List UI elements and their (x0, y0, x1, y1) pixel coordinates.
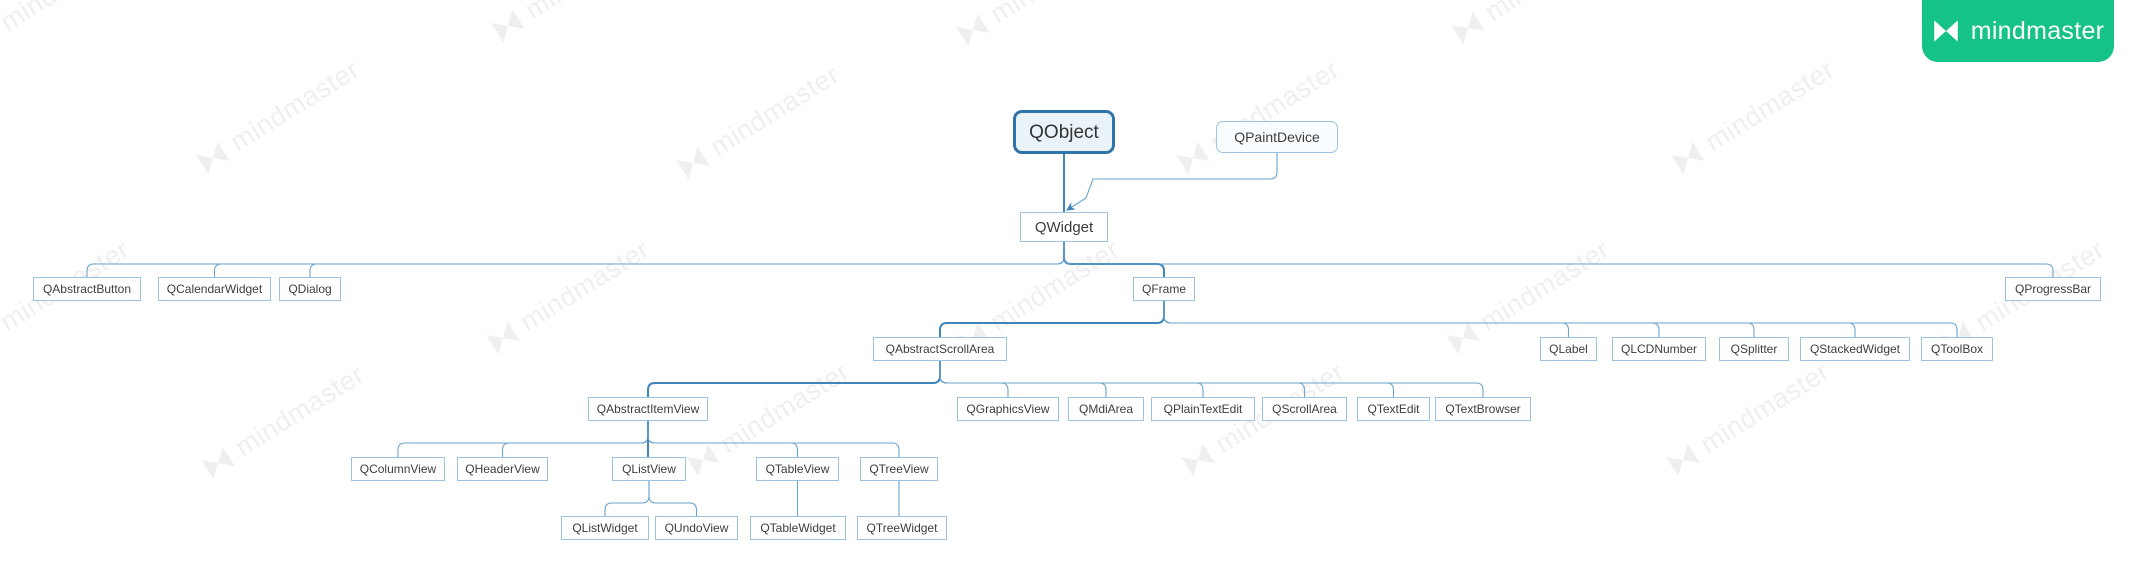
class-node-label: QTreeView (869, 462, 929, 476)
edge-qlistview-to-qundoview (648, 481, 698, 516)
class-node-qlistwidget[interactable]: QListWidget (561, 516, 649, 540)
class-node-label: QGraphicsView (966, 402, 1050, 416)
edge-qabstractscrollarea-to-qgraphicsview (939, 361, 1009, 397)
class-node-qtreeview[interactable]: QTreeView (860, 457, 938, 481)
class-node-qheaderview[interactable]: QHeaderView (457, 457, 548, 481)
edge-qwidget-to-qframe (1063, 242, 1165, 277)
edge-qabstractitemview-to-qtreeview (647, 421, 900, 457)
edge-qabstractscrollarea-to-qscrollarea (939, 361, 1306, 397)
class-node-label: QAbstractItemView (596, 402, 700, 416)
class-node-label: QHeaderView (465, 462, 540, 476)
edge-qwidget-to-qdialog (309, 242, 1065, 277)
class-node-qpaintdevice[interactable]: QPaintDevice (1216, 121, 1338, 153)
class-node-label: QDialog (288, 282, 332, 296)
class-node-label: QTableView (765, 462, 830, 476)
edge-qpaintdevice-to-qwidget (1066, 153, 1278, 211)
edge-qabstractscrollarea-to-qabstractitemview (647, 361, 941, 397)
edge-qframe-to-qstackedwidget (1163, 301, 1856, 337)
class-node-qobject[interactable]: QObject (1013, 110, 1115, 154)
brand-name: mindmaster (1970, 16, 2105, 45)
class-node-label: QUndoView (664, 521, 729, 535)
class-node-label: QTreeWidget (866, 521, 938, 535)
edge-qframe-to-qtoolbox (1163, 301, 1958, 337)
edge-qlistview-to-qlistwidget (604, 481, 650, 516)
class-node-label: QWidget (1034, 218, 1094, 236)
class-node-label: QColumnView (359, 462, 437, 476)
edge-qabstractitemview-to-qcolumnview (397, 421, 649, 457)
edge-qframe-to-qlcdnumber (1163, 301, 1660, 337)
edge-qframe-to-qlabel (1163, 301, 1570, 337)
class-node-label: QLCDNumber (1620, 342, 1698, 356)
edge-qabstractscrollarea-to-qtextbrowser (939, 361, 1484, 397)
class-node-label: QTextBrowser (1445, 402, 1521, 416)
class-node-label: QScrollArea (1272, 402, 1337, 416)
class-node-label: QAbstractScrollArea (885, 342, 995, 356)
edge-qwidget-to-qprogressbar (1063, 242, 2054, 277)
class-node-label: QPaintDevice (1234, 129, 1320, 145)
class-node-qtableview[interactable]: QTableView (756, 457, 839, 481)
class-node-label: QTextEdit (1367, 402, 1420, 416)
class-node-qprogressbar[interactable]: QProgressBar (2005, 277, 2101, 301)
edge-qwidget-to-qabstractbutton (86, 242, 1065, 277)
class-node-label: QStackedWidget (1809, 342, 1901, 356)
class-node-qmdiarea[interactable]: QMdiArea (1068, 397, 1144, 421)
edge-qabstractscrollarea-to-qmdiarea (939, 361, 1107, 397)
edge-qabstractitemview-to-qtableview (647, 421, 799, 457)
edge-qframe-to-qsplitter (1163, 301, 1755, 337)
class-node-label: QToolBox (1930, 342, 1984, 356)
edge-qwidget-to-qcalendarwidget (213, 242, 1065, 277)
class-node-qcolumnview[interactable]: QColumnView (351, 457, 445, 481)
edge-qabstractscrollarea-to-qplaintextedit (939, 361, 1204, 397)
class-node-label: QListView (622, 462, 676, 476)
class-node-qabstractitemview[interactable]: QAbstractItemView (588, 397, 708, 421)
class-node-qtreewidget[interactable]: QTreeWidget (857, 516, 947, 540)
class-node-qwidget[interactable]: QWidget (1020, 212, 1108, 242)
class-node-qundoview[interactable]: QUndoView (655, 516, 738, 540)
class-node-qabstractscrollarea[interactable]: QAbstractScrollArea (873, 337, 1007, 361)
class-node-qsplitter[interactable]: QSplitter (1719, 337, 1789, 361)
class-node-label: QLabel (1549, 342, 1588, 356)
edge-qabstractitemview-to-qheaderview (501, 421, 649, 457)
class-node-qplaintextedit[interactable]: QPlainTextEdit (1151, 397, 1255, 421)
edge-qframe-to-qabstractscrollarea (939, 301, 1165, 337)
class-node-label: QFrame (1141, 282, 1186, 296)
class-node-qtoolbox[interactable]: QToolBox (1921, 337, 1993, 361)
class-node-label: QAbstractButton (42, 282, 132, 296)
class-node-qframe[interactable]: QFrame (1133, 277, 1195, 301)
class-node-qtextbrowser[interactable]: QTextBrowser (1435, 397, 1531, 421)
class-node-qabstractbutton[interactable]: QAbstractButton (33, 277, 141, 301)
mindmaster-bowtie-logo-icon (1933, 20, 1958, 42)
class-node-qgraphicsview[interactable]: QGraphicsView (957, 397, 1059, 421)
class-node-label: QSplitter (1730, 342, 1778, 356)
class-node-label: QObject (1029, 121, 1099, 143)
class-node-qlabel[interactable]: QLabel (1540, 337, 1597, 361)
class-node-qscrollarea[interactable]: QScrollArea (1262, 397, 1347, 421)
class-node-qcalendarwidget[interactable]: QCalendarWidget (158, 277, 271, 301)
class-node-label: QPlainTextEdit (1163, 402, 1243, 416)
class-node-qtextedit[interactable]: QTextEdit (1357, 397, 1430, 421)
class-node-label: QListWidget (572, 521, 638, 535)
class-node-qlistview[interactable]: QListView (612, 457, 686, 481)
class-node-qtablewidget[interactable]: QTableWidget (750, 516, 846, 540)
class-node-label: QCalendarWidget (166, 282, 263, 296)
class-node-qstackedwidget[interactable]: QStackedWidget (1800, 337, 1910, 361)
class-node-qlcdnumber[interactable]: QLCDNumber (1612, 337, 1706, 361)
class-node-label: QTableWidget (760, 521, 836, 535)
class-node-label: QProgressBar (2014, 282, 2092, 296)
mindmaster-brand-badge: mindmaster (1922, 0, 2114, 62)
class-node-qdialog[interactable]: QDialog (279, 277, 341, 301)
class-node-label: QMdiArea (1078, 402, 1134, 416)
